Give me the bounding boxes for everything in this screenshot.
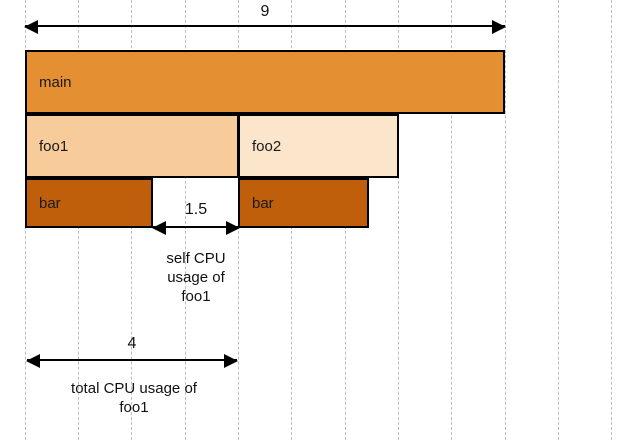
flame-frame-label: bar <box>39 194 61 212</box>
gridline <box>505 0 506 440</box>
dimension-arrow-self-cpu <box>152 221 240 235</box>
flame-frame-foo1[interactable]: foo1 <box>25 114 239 178</box>
caption-total-cpu-usage: total CPU usage of foo1 <box>21 380 247 418</box>
gridline <box>185 0 186 440</box>
arrowhead-right-icon <box>492 20 506 34</box>
caption-line: total CPU usage of <box>71 380 197 397</box>
flame-frame-label: bar <box>252 194 274 212</box>
caption-line: usage of <box>167 268 225 286</box>
gridline <box>558 0 559 440</box>
flame-frame-bar-right[interactable]: bar <box>238 178 369 228</box>
flame-frame-foo2[interactable]: foo2 <box>238 114 399 178</box>
dimension-arrow-total-cpu <box>26 354 238 368</box>
dimension-arrow-total-width <box>24 20 506 34</box>
arrowhead-right-icon <box>226 221 240 235</box>
arrowhead-left-icon <box>24 20 38 34</box>
flame-frame-label: foo1 <box>39 137 69 155</box>
caption-line: foo1 <box>181 287 211 305</box>
flame-frame-bar-left[interactable]: bar <box>25 178 153 228</box>
arrowhead-right-icon <box>224 354 238 368</box>
arrowhead-left-icon <box>152 221 166 235</box>
caption-self-cpu-usage: self CPU usage of foo1 <box>126 250 266 306</box>
dimension-value-total-cpu: 4 <box>127 335 137 352</box>
gridline <box>611 0 612 440</box>
gridline <box>451 0 452 440</box>
flame-frame-main[interactable]: main <box>25 50 505 114</box>
arrowhead-left-icon <box>26 354 40 368</box>
caption-line: self CPU <box>166 250 226 267</box>
flame-frame-label: foo2 <box>252 137 282 155</box>
gridline <box>398 0 399 440</box>
dimension-value-total-width: 9 <box>260 3 270 20</box>
dimension-value-self-cpu: 1.5 <box>184 201 208 218</box>
caption-line: foo1 <box>119 398 149 416</box>
flame-frame-label: main <box>39 73 72 91</box>
